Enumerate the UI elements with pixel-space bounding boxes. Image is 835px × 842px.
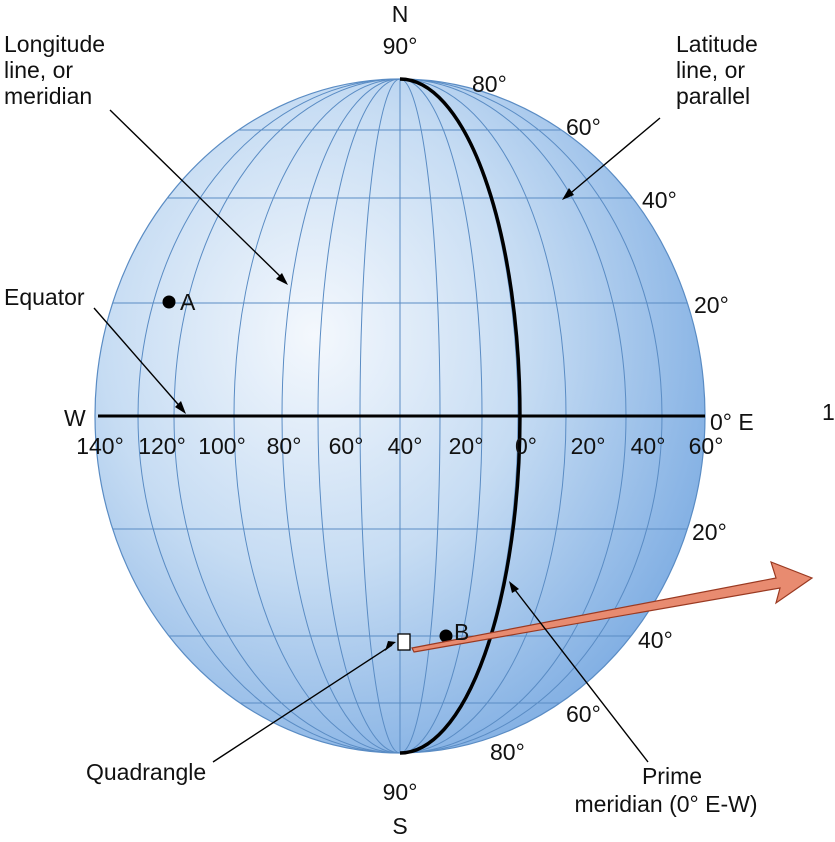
- point-a-marker: [162, 295, 176, 309]
- latitude-scale-north: 80° 60° 40° 20°: [472, 71, 729, 318]
- latitude-label-2: line, or: [676, 57, 745, 83]
- prime-meridian-label-1: Prime: [642, 763, 702, 789]
- longitude-tick: 140°: [76, 433, 124, 459]
- quadrangle-leader: [212, 644, 393, 763]
- latitude-tick: 80°: [472, 71, 507, 97]
- longitude-tick: 60°: [689, 433, 724, 459]
- longitude-scale: 140° 120° 100° 80° 60° 40° 20° 0° 20° 40…: [76, 433, 723, 459]
- prime-meridian-leader-head: [509, 581, 519, 593]
- latitude-label-3: parallel: [676, 83, 750, 109]
- north-pole-degree: 90°: [383, 33, 418, 59]
- longitude-leader-head: [276, 273, 288, 285]
- equator-leader-head: [175, 401, 186, 414]
- edge-glyph: 1: [822, 399, 835, 425]
- latitude-tick: 40°: [638, 627, 673, 653]
- quadrangle-marker: [397, 633, 411, 651]
- latitude-tick: 80°: [490, 739, 525, 765]
- longitude-leader: [109, 109, 287, 283]
- longitude-tick: 120°: [138, 433, 186, 459]
- longitude-label-1: Longitude: [4, 31, 105, 57]
- latitude-tick: 40°: [642, 187, 677, 213]
- equator-label: Equator: [4, 284, 85, 310]
- latitude-tick: 60°: [566, 114, 601, 140]
- east-label: 0° E: [710, 409, 754, 435]
- prime-meridian-label-2: meridian (0° E-W): [574, 791, 757, 817]
- south-pole-degree: 90°: [383, 779, 418, 805]
- longitude-tick: 40°: [388, 433, 423, 459]
- longitude-label-3: meridian: [4, 83, 92, 109]
- longitude-tick: 0°: [515, 433, 537, 459]
- longitude-tick: 20°: [449, 433, 484, 459]
- enlargement-arrow: [411, 560, 814, 653]
- latitude-label-1: Latitude: [676, 31, 758, 57]
- prime-meridian-leader: [511, 585, 649, 763]
- equator-leader: [93, 307, 184, 411]
- south-label: S: [392, 813, 407, 839]
- quadrangle-label: Quadrangle: [86, 759, 206, 785]
- point-b-marker: [439, 629, 453, 643]
- quadrangle-leader-head: [385, 641, 396, 651]
- point-a-label: A: [180, 289, 196, 315]
- prime-meridian-line: [399, 77, 522, 755]
- latitude-scale-south: 20° 40° 60° 80°: [490, 519, 727, 765]
- latitude-tick: 20°: [692, 519, 727, 545]
- longitude-tick: 60°: [329, 433, 364, 459]
- latitude-tick: 60°: [566, 701, 601, 727]
- longitude-tick: 100°: [198, 433, 246, 459]
- longitude-label-2: line, or: [4, 57, 73, 83]
- west-label: W: [64, 405, 86, 431]
- longitude-tick: 80°: [267, 433, 302, 459]
- point-b-label: B: [454, 619, 469, 645]
- longitude-tick: 40°: [631, 433, 666, 459]
- longitude-tick: 20°: [571, 433, 606, 459]
- latitude-leader-head: [562, 188, 574, 200]
- latitude-leader: [565, 117, 661, 198]
- latitude-tick: 20°: [694, 292, 729, 318]
- north-label: N: [392, 1, 409, 27]
